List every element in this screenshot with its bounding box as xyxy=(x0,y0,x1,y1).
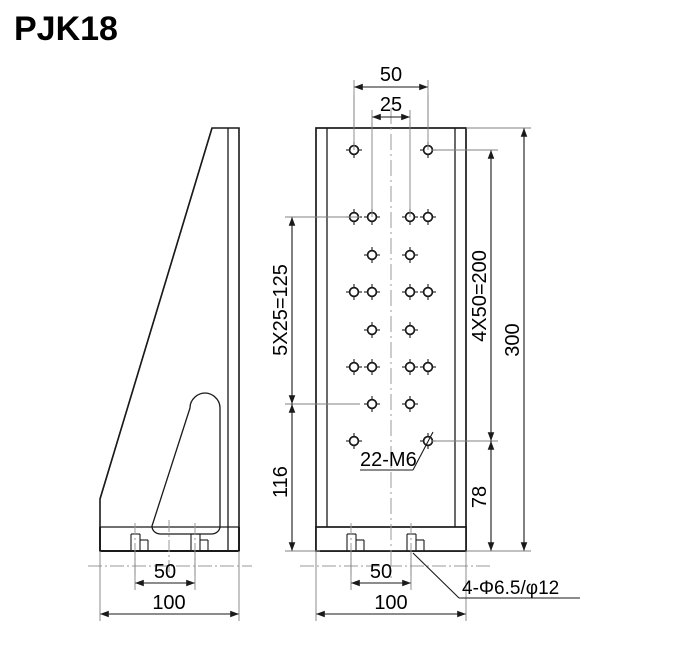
counterbore-hole-symbol xyxy=(130,533,149,551)
dimension-label: 4X50=200 xyxy=(469,250,491,342)
threaded-hole xyxy=(346,359,362,375)
dimension-right-inner: 4X50=200 xyxy=(432,149,498,442)
callout-label: 22-M6 xyxy=(360,449,417,471)
threaded-hole xyxy=(420,359,436,375)
page-title: PJK18 xyxy=(14,10,118,48)
threaded-hole xyxy=(364,284,380,300)
dimension-side-bottom-inner: 50 xyxy=(134,551,196,590)
threaded-hole xyxy=(364,247,380,263)
threaded-hole xyxy=(402,322,418,338)
dimension-front-bottom-overall: 100 xyxy=(315,551,467,621)
threaded-hole xyxy=(402,359,418,375)
threaded-hole xyxy=(364,396,380,412)
dimension-label: 100 xyxy=(374,592,407,614)
dimension-side-bottom-overall: 100 xyxy=(99,551,240,621)
counterbore-hole-symbol xyxy=(346,533,365,551)
dimension-left-lower: 116 xyxy=(270,404,320,552)
threaded-hole xyxy=(402,247,418,263)
threaded-hole xyxy=(364,322,380,338)
threaded-hole xyxy=(420,209,436,225)
dimension-label: 50 xyxy=(154,561,176,583)
dimension-label: 100 xyxy=(152,592,185,614)
threaded-hole xyxy=(346,433,362,449)
dimension-label: 50 xyxy=(380,64,402,86)
callout-threaded-holes: 22-M6 xyxy=(360,431,434,471)
dimension-label: 116 xyxy=(270,466,292,498)
front-view-geometry xyxy=(300,108,490,578)
dimension-label: 5X25=125 xyxy=(270,264,292,356)
threaded-hole xyxy=(402,284,418,300)
dimension-front-top-outer: 50 xyxy=(353,64,429,128)
counterbore-hole-symbol xyxy=(190,533,209,551)
callout-counterbore-holes: 4-Φ6.5/φ12 xyxy=(412,552,580,599)
dimension-right-outer: 300 xyxy=(466,127,531,552)
threaded-hole xyxy=(346,284,362,300)
dimension-label: 50 xyxy=(370,561,392,583)
threaded-hole xyxy=(364,359,380,375)
dimension-label: 25 xyxy=(380,94,402,116)
dimension-label: 300 xyxy=(502,323,524,356)
dimension-left-upper: 5X25=125 xyxy=(270,216,360,405)
threaded-hole xyxy=(402,396,418,412)
side-view-geometry xyxy=(88,127,252,578)
dimension-label: 78 xyxy=(469,486,491,508)
dimension-right-lower: 78 xyxy=(466,441,498,552)
threaded-hole xyxy=(420,284,436,300)
dimension-front-bottom-inner: 50 xyxy=(350,551,412,590)
callout-label: 4-Φ6.5/φ12 xyxy=(462,578,559,599)
